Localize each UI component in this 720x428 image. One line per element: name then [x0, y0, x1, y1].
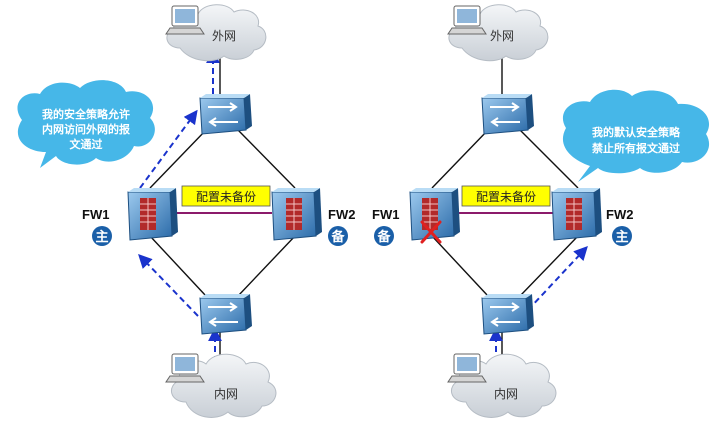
right-scenario: 外网	[372, 4, 710, 418]
role-badge-label: 主	[615, 229, 628, 245]
cloud-internet: 外网	[447, 4, 549, 62]
pc-icon	[447, 353, 487, 383]
link-sw-fw2	[237, 129, 296, 189]
role-badge	[328, 226, 348, 246]
switch-icon	[481, 294, 534, 335]
link-fw1-sw	[431, 235, 489, 297]
switch-icon	[199, 294, 252, 335]
pc-icon	[165, 353, 205, 383]
firewall-icon	[409, 188, 460, 241]
cloud-label: 内网	[494, 387, 518, 401]
bubble-line: 文通过	[70, 137, 103, 151]
pc-icon	[165, 5, 205, 35]
firewall-icon	[271, 188, 322, 241]
failure-mark-icon	[420, 220, 442, 244]
config-status-box	[461, 185, 551, 207]
speech-bubble: 我的安全策略允许 内网访问外网的报 文通过	[17, 80, 155, 168]
role-badge-label: 备	[330, 229, 345, 245]
config-status-label: 配置未备份	[476, 190, 536, 204]
speech-bubble: 我的默认安全策略 禁止所有报文通过	[562, 89, 710, 182]
link-sw-fw2	[519, 129, 579, 189]
cloud-label: 外网	[212, 29, 236, 43]
link-fw2-sw	[519, 235, 579, 297]
config-status-label: 配置未备份	[196, 190, 256, 204]
role-badge-label: 备	[376, 229, 391, 245]
switch-icon	[199, 94, 252, 135]
link-sw-fw1	[149, 129, 207, 189]
cloud-internet: 外网	[165, 4, 267, 62]
left-scenario: 外网	[17, 4, 355, 418]
link-fw1-sw	[149, 235, 207, 297]
bubble-line: 我的默认安全策略	[592, 125, 681, 139]
link-fw2-sw	[237, 235, 296, 297]
cloud-intranet: 内网	[165, 353, 277, 418]
fw2-label: FW2	[328, 207, 355, 222]
role-badge	[612, 226, 632, 246]
fw2-label: FW2	[606, 207, 633, 222]
cloud-label: 内网	[214, 387, 238, 401]
traffic-arrow	[138, 253, 199, 317]
bubble-line: 内网访问外网的报	[42, 122, 131, 136]
fw1-label: FW1	[372, 207, 399, 222]
bubble-line: 禁止所有报文通过	[592, 141, 680, 155]
role-badge-label: 主	[95, 229, 108, 245]
bubble-line: 我的安全策略允许	[42, 107, 130, 121]
config-status-box	[181, 185, 271, 207]
traffic-arrow	[527, 245, 588, 311]
cloud-label: 外网	[490, 29, 514, 43]
role-badge	[92, 226, 112, 246]
pc-icon	[447, 5, 487, 35]
switch-icon	[481, 94, 534, 135]
role-badge	[374, 226, 394, 246]
traffic-arrow	[139, 109, 198, 189]
firewall-icon	[127, 188, 178, 241]
cloud-intranet: 内网	[447, 353, 557, 418]
fw1-label: FW1	[82, 207, 109, 222]
firewall-icon	[551, 188, 602, 241]
link-sw-fw1	[431, 129, 489, 189]
